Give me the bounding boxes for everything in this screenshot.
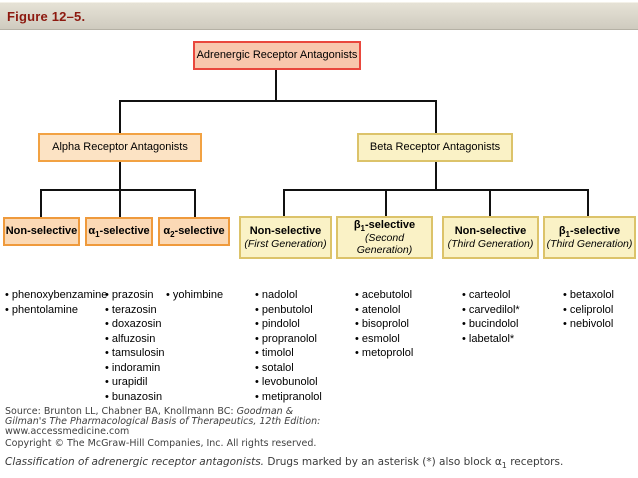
connector-line (40, 189, 42, 217)
drug-item: betaxolol (563, 288, 614, 303)
source-url: www.accessmedicine.com (5, 426, 130, 437)
node-generation-label: (Third Generation) (447, 238, 534, 250)
source-line: Source: Brunton LL, Chabner BA, Knollman… (5, 406, 294, 417)
node-label: Non-selective (5, 225, 78, 237)
drug-item: prazosin (105, 288, 165, 303)
figure-caption: Classification of adrenergic receptor an… (5, 456, 564, 471)
drug-item: esmolol (355, 332, 413, 347)
drug-item: phentolamine (5, 303, 107, 318)
node-beta1-selective-second-gen: β1-selective (Second Generation) (336, 216, 433, 259)
node-adrenergic-receptor-antagonists: Adrenergic Receptor Antagonists (193, 41, 361, 70)
figure-header-bar: Figure 12–5. (0, 2, 638, 30)
drug-item: propranolol (255, 332, 322, 347)
drug-item: celiprolol (563, 303, 614, 318)
drug-item: metoprolol (355, 346, 413, 361)
drug-item: nebivolol (563, 317, 614, 332)
drug-item: phenoxybenzamine (5, 288, 107, 303)
node-label: Alpha Receptor Antagonists (52, 141, 188, 153)
drug-item: indoramin (105, 361, 165, 376)
connector-line (119, 100, 437, 102)
node-generation-label: (First Generation) (244, 238, 327, 250)
drug-list-alpha1-selective: prazosinterazosindoxazosinalfuzosintamsu… (105, 288, 165, 404)
node-alpha2-selective: α2-selective (158, 217, 230, 246)
drug-list-alpha-nonselective: phenoxybenzaminephentolamine (5, 288, 107, 317)
drug-item: carteolol (462, 288, 520, 303)
drug-list-beta-first-gen: nadololpenbutololpindololpropranololtimo… (255, 288, 322, 404)
drug-item: carvedilol* (462, 303, 520, 318)
drug-item: yohimbine (166, 288, 223, 303)
drug-list-alpha2-selective: yohimbine (166, 288, 223, 303)
connector-line (275, 69, 277, 101)
drug-item: sotalol (255, 361, 322, 376)
connector-line (194, 189, 196, 217)
drug-item: doxazosin (105, 317, 165, 332)
drug-item: penbutolol (255, 303, 322, 318)
drug-item: tamsulosin (105, 346, 165, 361)
node-beta1-selective-third-gen: β1-selective (Third Generation) (543, 216, 636, 259)
connector-line (435, 161, 437, 191)
node-generation-label: (Second Generation) (356, 232, 413, 256)
node-label: β1-selective (353, 219, 416, 234)
connector-line (489, 189, 491, 216)
connector-line (119, 100, 121, 133)
copyright-notice: Copyright © The McGraw-Hill Companies, I… (5, 438, 317, 449)
drug-item: acebutolol (355, 288, 413, 303)
connector-line (119, 161, 121, 191)
drug-item: urapidil (105, 375, 165, 390)
node-label: α2-selective (163, 225, 225, 240)
node-beta-nonselective-first-gen: Non-selective (First Generation) (239, 216, 332, 259)
figure-title: Figure 12–5. (7, 8, 86, 24)
connector-line (283, 189, 285, 216)
drug-item: metipranolol (255, 390, 322, 405)
node-alpha-nonselective: Non-selective (3, 217, 80, 246)
drug-item: timolol (255, 346, 322, 361)
drug-item: levobunolol (255, 375, 322, 390)
drug-list-beta-third-gen-selective: betaxololceliprololnebivolol (563, 288, 614, 332)
drug-list-beta-second-gen: acebutololatenololbisoprololesmololmetop… (355, 288, 413, 361)
drug-item: labetalol* (462, 332, 520, 347)
node-label: α1-selective (88, 225, 150, 240)
connector-line (283, 189, 589, 191)
node-beta-receptor-antagonists: Beta Receptor Antagonists (357, 133, 513, 162)
drug-item: pindolol (255, 317, 322, 332)
connector-line (385, 189, 387, 216)
node-alpha-receptor-antagonists: Alpha Receptor Antagonists (38, 133, 202, 162)
drug-item: terazosin (105, 303, 165, 318)
drug-item: alfuzosin (105, 332, 165, 347)
node-beta-nonselective-third-gen: Non-selective (Third Generation) (442, 216, 539, 259)
node-label: Adrenergic Receptor Antagonists (196, 49, 358, 61)
source-attribution: Source: Brunton LL, Chabner BA, Knollman… (5, 407, 320, 437)
connector-line (119, 189, 121, 217)
connector-line (587, 189, 589, 216)
connector-line (40, 189, 196, 191)
node-label: Non-selective (249, 225, 322, 237)
drug-item: bunazosin (105, 390, 165, 405)
node-generation-label: (Third Generation) (546, 238, 633, 250)
drug-item: nadolol (255, 288, 322, 303)
drug-item: bucindolol (462, 317, 520, 332)
source-line: Gilman's The Pharmacological Basis of Th… (5, 416, 321, 427)
drug-list-beta-third-gen-nonselective: carteololcarvedilol*bucindolollabetalol* (462, 288, 520, 346)
drug-item: atenolol (355, 303, 413, 318)
node-label: Non-selective (454, 225, 527, 237)
drug-item: bisoprolol (355, 317, 413, 332)
connector-line (435, 100, 437, 133)
node-alpha1-selective: α1-selective (85, 217, 153, 246)
node-label: Beta Receptor Antagonists (369, 141, 501, 153)
node-label: β1-selective (558, 225, 621, 240)
